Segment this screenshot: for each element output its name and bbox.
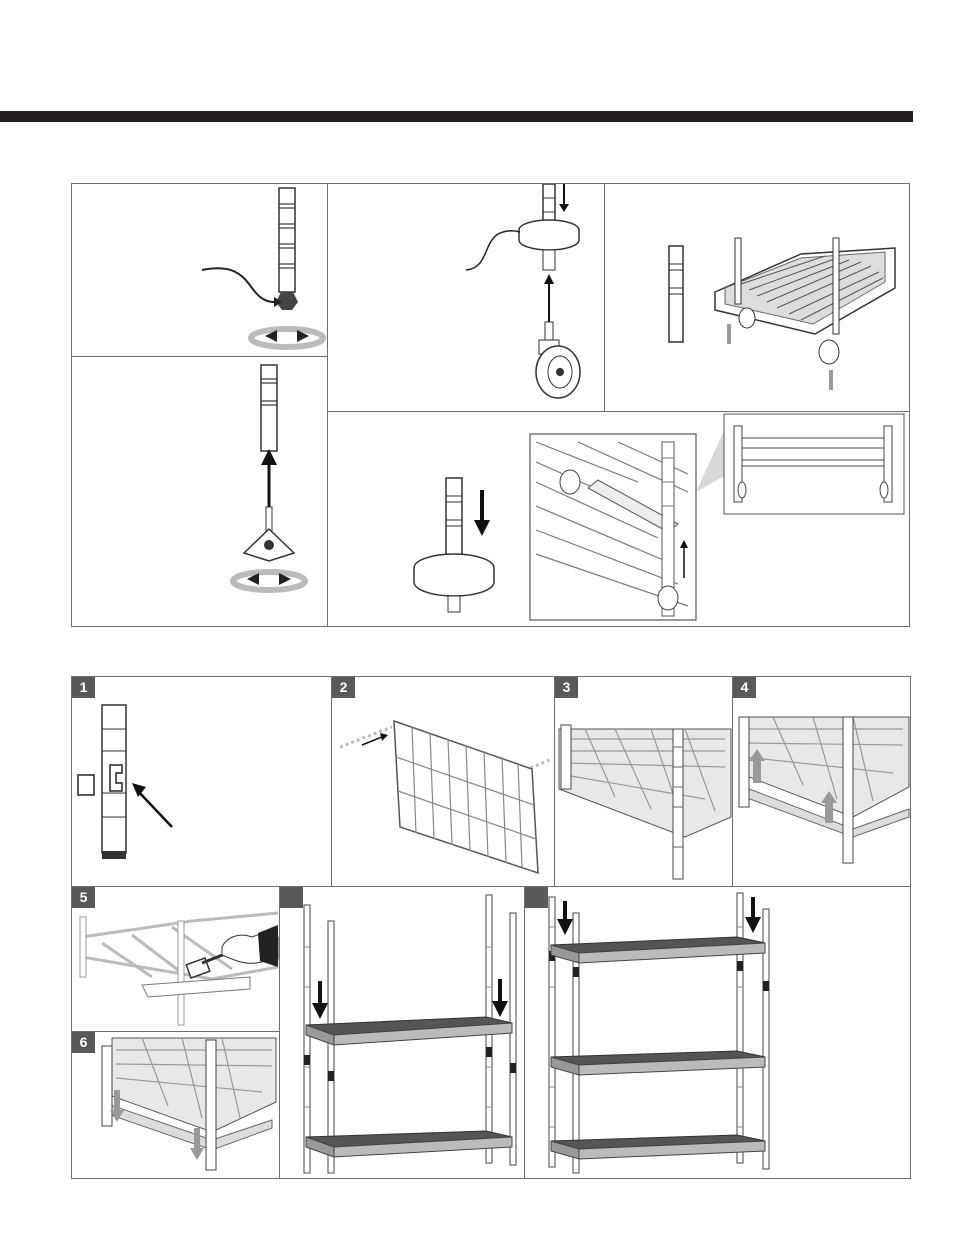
step-4-panel: 4 — [733, 677, 910, 886]
split-sleeve-icon — [72, 677, 331, 886]
mallet-tap-icon — [72, 887, 279, 1031]
post-and-cart-frame-icon — [605, 184, 909, 411]
cart-corner-detail-icon — [528, 412, 909, 626]
header-bar — [0, 111, 913, 122]
step-8-panel — [525, 887, 910, 1178]
assembly-steps-panel: 1 2 3 — [71, 676, 911, 1179]
post-with-stem-caster-icon — [72, 357, 327, 626]
caster-bumper-icon — [328, 184, 604, 411]
caster-figure-panel — [71, 183, 910, 627]
shelf-raise-icon — [733, 677, 910, 886]
shelf-settle-icon — [72, 1032, 279, 1178]
step-2-panel: 2 — [332, 677, 554, 886]
step-5-panel: 5 — [72, 887, 279, 1031]
shelf-insert-icon — [332, 677, 554, 886]
step-1-panel: 1 — [72, 677, 331, 886]
step-6-panel: 6 — [72, 1032, 279, 1178]
step-7-panel — [280, 887, 524, 1178]
post-with-leveling-foot-icon — [72, 184, 327, 356]
shelf-on-posts-icon — [555, 677, 732, 886]
three-shelf-unit-icon — [525, 887, 910, 1178]
step-3-panel: 3 — [555, 677, 732, 886]
two-shelf-unit-icon — [280, 887, 524, 1178]
bumper-on-post-icon — [328, 412, 528, 626]
